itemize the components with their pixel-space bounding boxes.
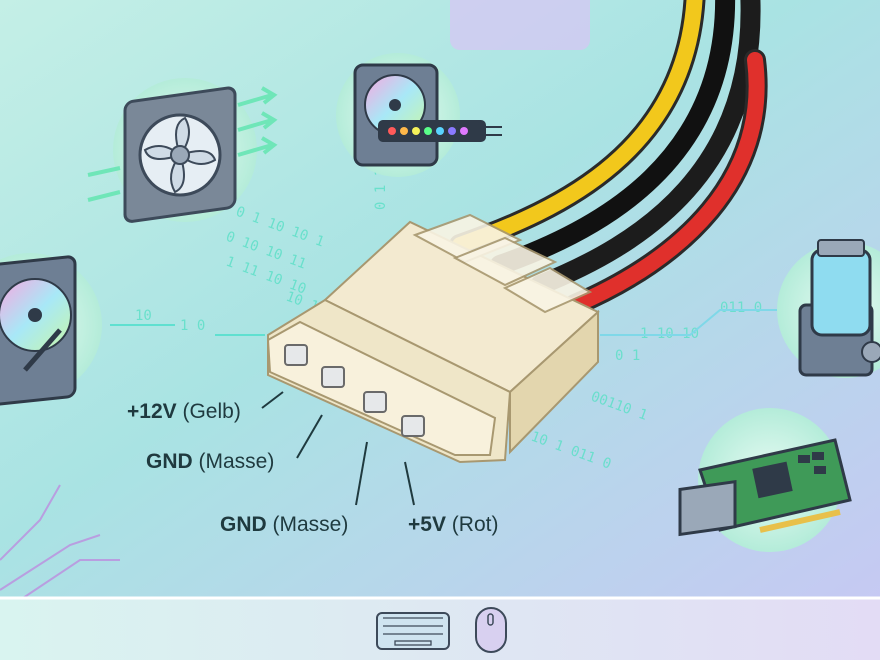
- fan-device: [87, 78, 278, 223]
- water-pump-device: [777, 239, 880, 378]
- pin-label-3: GND (Masse): [220, 513, 348, 536]
- molex-connector: [266, 213, 600, 464]
- mouse-icon[interactable]: [475, 607, 507, 653]
- pin-label-1: +12V (Gelb): [127, 400, 241, 423]
- pin-sockets: [284, 344, 425, 437]
- pci-card-device: [678, 408, 852, 552]
- airflow-arrows-icon: [87, 86, 278, 202]
- wires: [449, 0, 768, 316]
- wire-red: [567, 52, 765, 313]
- binary-text: 0 1 1: [373, 168, 389, 210]
- binary-text: 011 0: [720, 300, 762, 316]
- binary-text: 1 0: [180, 318, 205, 334]
- wire-yellow: [452, 0, 703, 253]
- binary-text: 10: [135, 308, 152, 324]
- pin-label-4: +5V (Rot): [408, 513, 498, 536]
- hdd-device: [0, 253, 102, 406]
- pin-label-2: GND (Masse): [146, 450, 274, 473]
- water-pump-icon: [810, 248, 872, 337]
- keyboard-icon[interactable]: [376, 612, 450, 650]
- decor-block: [450, 0, 590, 50]
- hdd-rgb-device: [336, 53, 502, 177]
- wire-black-1: [490, 0, 735, 275]
- binary-text: 0 1: [615, 348, 640, 364]
